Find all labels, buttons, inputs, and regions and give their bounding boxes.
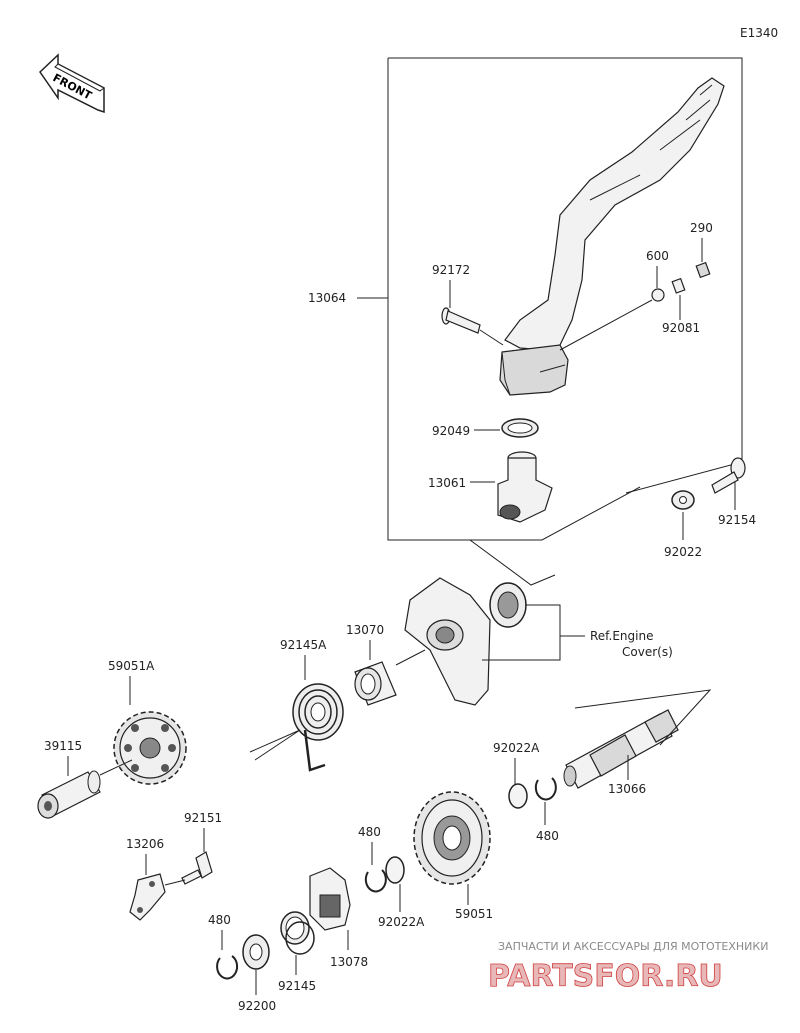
- bolt-92172: [441, 307, 481, 334]
- circlip-480-right: [534, 777, 557, 801]
- label-480-middle: 480: [358, 825, 381, 839]
- front-arrow-icon: FRONT: [39, 53, 105, 114]
- label-13078: 13078: [330, 955, 368, 969]
- ref-engine-line2: Cover(s): [622, 645, 673, 659]
- kick-gear-59051: [413, 791, 491, 885]
- label-600: 600: [646, 249, 669, 263]
- circlip-480-middle: [364, 869, 387, 893]
- label-92200: 92200: [238, 999, 276, 1013]
- label-39115: 39115: [44, 739, 82, 753]
- washer-92200: [242, 934, 270, 970]
- label-13064: 13064: [308, 291, 346, 305]
- engine-cover-fragment: [404, 577, 491, 706]
- oil-seal-92049: [501, 418, 539, 438]
- collar-13070: [354, 661, 397, 706]
- label-92049: 92049: [432, 424, 470, 438]
- kick-spring-92145A: [292, 683, 344, 772]
- label-13066: 13066: [608, 782, 646, 796]
- watermark-tagline: ЗАПЧАСТИ И АКСЕССУАРЫ ДЛЯ МОТОТЕХНИКИ: [498, 940, 768, 953]
- spring-92081: [671, 277, 686, 294]
- label-92081: 92081: [662, 321, 700, 335]
- ratchet-gear-13078: [309, 867, 351, 931]
- label-92022A-middle: 92022A: [378, 915, 425, 929]
- washer-92022A-right: [508, 783, 528, 809]
- diagram-code: E1340: [740, 26, 778, 40]
- label-13070: 13070: [346, 623, 384, 637]
- label-59051: 59051: [455, 907, 493, 921]
- cover-oil-seal: [489, 582, 527, 628]
- assembly-frame: [388, 57, 743, 494]
- kick-shaft-13066: [563, 709, 679, 789]
- kick-pedal-lever: [499, 77, 725, 396]
- kick-boss-13061: [497, 451, 553, 523]
- label-480-lower: 480: [208, 913, 231, 927]
- plug-290: [695, 261, 711, 279]
- label-92145A: 92145A: [280, 638, 327, 652]
- watermark-logo: PARTSFOR.RU: [488, 959, 723, 994]
- label-92154: 92154: [718, 513, 756, 527]
- idle-gear-59051A: [113, 711, 187, 785]
- idle-shaft-39115: [37, 770, 101, 819]
- label-480-right: 480: [536, 829, 559, 843]
- washer-92022: [671, 490, 695, 510]
- label-13206: 13206: [126, 837, 164, 851]
- label-59051A: 59051A: [108, 659, 155, 673]
- guide-plate-13206: [129, 873, 166, 921]
- washer-92022A-middle: [385, 856, 405, 884]
- ref-engine-line1: Ref.Engine: [590, 629, 653, 643]
- label-290: 290: [690, 221, 713, 235]
- label-13061: 13061: [428, 476, 466, 490]
- circlip-480-lower: [216, 955, 239, 980]
- ball-600: [651, 288, 665, 302]
- label-92151: 92151: [184, 811, 222, 825]
- label-92145: 92145: [278, 979, 316, 993]
- bolt-92154: [711, 457, 746, 494]
- bolt-92151: [181, 851, 213, 885]
- label-92022: 92022: [664, 545, 702, 559]
- spring-92145: [280, 911, 315, 955]
- label-92022A-right: 92022A: [493, 741, 540, 755]
- label-92172: 92172: [432, 263, 470, 277]
